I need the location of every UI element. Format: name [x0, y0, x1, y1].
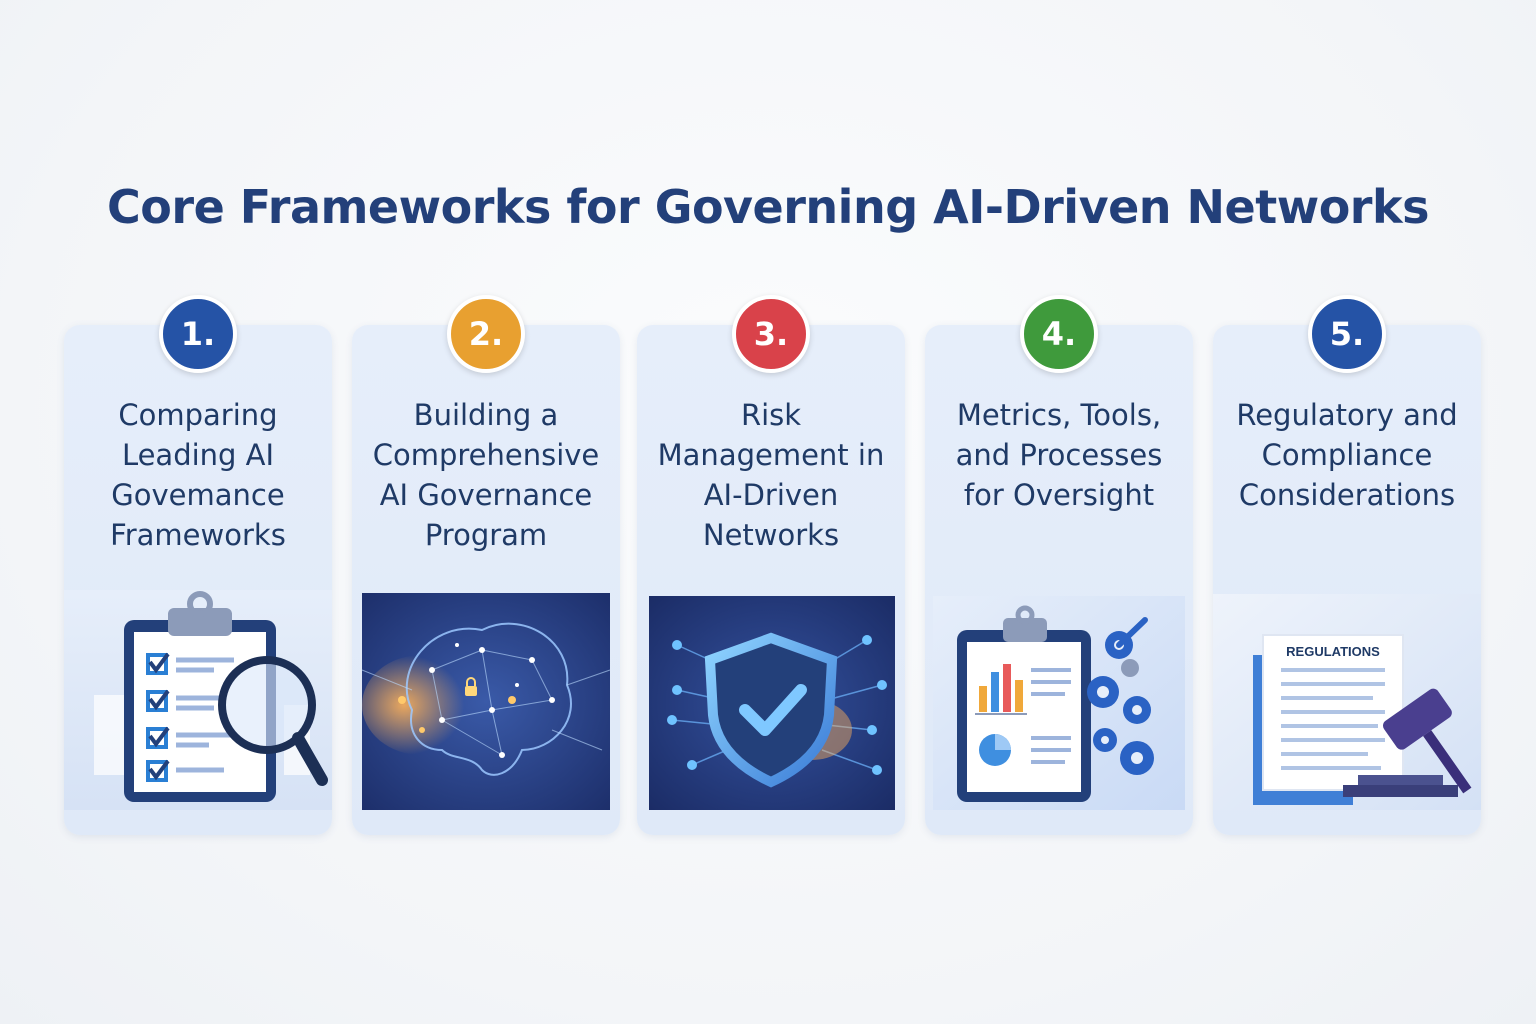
- number-badge: 1.: [159, 295, 237, 373]
- neural-brain-network-icon: [352, 590, 620, 810]
- card-title: Metrics, Tools, and Processes for Oversi…: [955, 398, 1163, 512]
- framework-card-1: 1. Comparing Leading AI Govemance Framew…: [64, 295, 332, 835]
- framework-card-2: 2. Building a Comprehensive AI Governanc…: [352, 295, 620, 835]
- page-title: Core Frameworks for Governing AI-Driven …: [107, 180, 1429, 234]
- number-badge: 2.: [447, 295, 525, 373]
- shield-checkmark-icon: [637, 590, 905, 810]
- number-badge: 5.: [1308, 295, 1386, 373]
- number-badge: 4.: [1020, 295, 1098, 373]
- card-title: Risk Management in AI-Driven Networks: [657, 398, 885, 552]
- regulations-label: REGULATIONS: [1286, 644, 1380, 659]
- framework-card-3: 3. Risk Management in AI-Driven Networks: [637, 295, 905, 835]
- framework-card-5: 5. Regulatory and Compliance Considerati…: [1213, 295, 1481, 835]
- regulations-document-gavel-icon: REGULATIONS: [1213, 590, 1481, 810]
- clipboard-checklist-magnifier-icon: [64, 590, 332, 810]
- number-badge: 3.: [732, 295, 810, 373]
- card-title: Comparing Leading AI Govemance Framework…: [110, 398, 286, 552]
- card-title: Building a Comprehensive AI Governance P…: [372, 398, 600, 552]
- card-title: Regulatory and Compliance Considerations: [1236, 398, 1458, 512]
- clipboard-charts-gears-icon: [925, 590, 1193, 810]
- framework-card-4: 4. Metrics, Tools, and Processes for Ove…: [925, 295, 1193, 835]
